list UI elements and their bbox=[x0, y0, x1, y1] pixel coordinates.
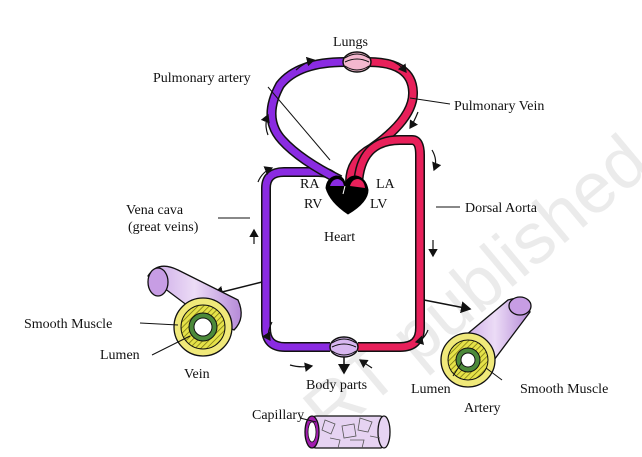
label-lv: LV bbox=[370, 197, 387, 212]
label-capillary: Capillary bbox=[252, 408, 304, 423]
vein-cross-section bbox=[147, 265, 242, 357]
capillary-tube bbox=[304, 415, 391, 449]
label-pulmonary-vein: Pulmonary Vein bbox=[454, 99, 544, 114]
label-body-parts: Body parts bbox=[306, 378, 367, 393]
systemic-vein-loop bbox=[261, 167, 339, 352]
label-dorsal-aorta: Dorsal Aorta bbox=[465, 201, 538, 216]
label-vein: Vein bbox=[184, 367, 210, 382]
label-lungs: Lungs bbox=[333, 35, 368, 50]
lungs-capillary-bed bbox=[342, 51, 372, 73]
label-la: LA bbox=[376, 177, 396, 192]
label-lumen-artery: Lumen bbox=[411, 382, 451, 397]
label-vena-cava: Vena cava bbox=[126, 203, 184, 218]
label-heart: Heart bbox=[324, 230, 355, 245]
label-ra: RA bbox=[300, 177, 320, 192]
leader-lines bbox=[139, 86, 503, 423]
label-lumen-vein: Lumen bbox=[100, 348, 140, 363]
flow-arrows bbox=[249, 56, 442, 372]
label-rv: RV bbox=[304, 197, 322, 212]
to-artery-arrow bbox=[423, 299, 472, 314]
label-artery: Artery bbox=[464, 401, 501, 416]
body-capillary-bed bbox=[329, 336, 359, 358]
label-pulmonary-artery: Pulmonary artery bbox=[153, 71, 251, 86]
label-great-veins: (great veins) bbox=[128, 220, 199, 235]
label-smooth-muscle-artery: Smooth Muscle bbox=[520, 382, 608, 397]
label-smooth-muscle-vein: Smooth Muscle bbox=[24, 317, 112, 332]
heart bbox=[325, 175, 369, 215]
artery-cross-section bbox=[440, 296, 532, 388]
